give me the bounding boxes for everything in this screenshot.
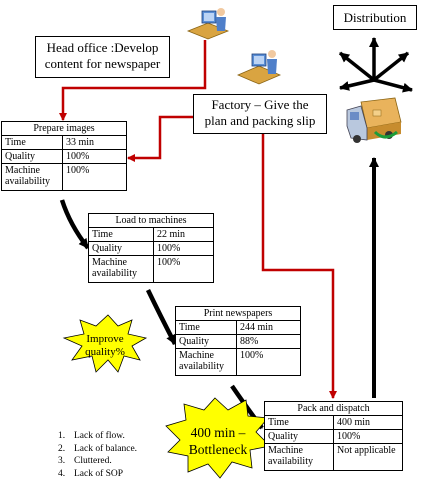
metric-value: 100%	[153, 241, 214, 256]
metric-label: Machine availability	[264, 443, 334, 471]
improve-burst-line2: quality%	[85, 346, 125, 358]
metric-label: Machine availability	[175, 348, 237, 376]
factory-line2: plan and packing slip	[204, 113, 316, 129]
delivery-truck-icon	[346, 97, 402, 143]
metric-label: Quality	[88, 241, 154, 256]
info-arrow-factory-to-prepare	[127, 115, 193, 162]
metric-value: 100%	[62, 163, 127, 191]
process-title: Prepare images	[1, 121, 127, 136]
metric-label: Time	[175, 320, 237, 335]
metric-label: Machine availability	[1, 163, 63, 191]
metric-value: 100%	[236, 348, 301, 376]
issue-number: 2.	[58, 443, 66, 454]
metric-label: Quality	[264, 429, 334, 444]
metric-value: Not applicable	[333, 443, 403, 471]
issue-text: Lack of flow.	[74, 431, 125, 441]
person-at-computer-icon	[186, 8, 230, 40]
bottleneck-burst-line2: Bottleneck	[189, 442, 248, 457]
process-title: Pack and dispatch	[264, 401, 403, 416]
distribution-text: Distribution	[343, 10, 407, 25]
metric-label: Machine availability	[88, 255, 154, 283]
process-title: Load to machines	[88, 213, 214, 228]
head-office-line2: content for newspaper	[44, 56, 161, 72]
process-title: Print newspapers	[175, 306, 301, 321]
metric-value: 100%	[153, 255, 214, 283]
issue-number: 3.	[58, 456, 66, 466]
bottleneck-burst: 400 min – Bottleneck	[165, 397, 271, 479]
metric-value: 22 min	[153, 227, 214, 242]
metric-value: 100%	[333, 429, 403, 444]
distribution-label: Distribution	[333, 5, 417, 30]
improve-quality-burst: Improve quality%	[62, 314, 148, 373]
list-item: 4. Lack of SOP	[58, 468, 137, 481]
metric-value: 244 min	[236, 320, 301, 335]
issue-text: Cluttered.	[74, 456, 112, 466]
factory-box: Factory – Give the plan and packing slip	[193, 94, 327, 134]
list-item: 3. Cluttered.	[58, 455, 137, 468]
bottleneck-burst-line1: 400 min –	[191, 425, 246, 440]
metric-value: 100%	[62, 149, 127, 164]
metric-label: Time	[264, 415, 334, 430]
flow-arrow-load-to-print	[145, 289, 177, 346]
head-office-line1: Head office :Develop	[46, 40, 159, 55]
list-item: 2. Lack of balance.	[58, 443, 137, 456]
metric-label: Quality	[1, 149, 63, 164]
info-arrow-factory-to-pack	[261, 133, 337, 399]
info-arrow-headoffice-to-prepare	[59, 40, 207, 121]
person-at-computer-icon	[236, 50, 282, 85]
issue-number: 1.	[58, 431, 66, 441]
metric-label: Time	[88, 227, 154, 242]
issues-list: 1. Lack of flow. 2. Lack of balance. 3. Clu…	[58, 430, 137, 480]
metric-value: 400 min	[333, 415, 403, 430]
issue-text: Lack of balance.	[74, 443, 138, 454]
list-item: 1. Lack of flow.	[58, 430, 137, 443]
flow-arrow-prepare-to-load	[59, 199, 90, 250]
head-office-box: Head office :Develop content for newspap…	[35, 36, 170, 78]
improve-burst-line1: Improve	[86, 333, 123, 345]
metric-value: 33 min	[62, 135, 127, 150]
issue-text: Lack of SOP	[74, 468, 124, 479]
metric-label: Quality	[175, 334, 237, 349]
metric-value: 88%	[236, 334, 301, 349]
metric-label: Time	[1, 135, 63, 150]
distribution-arrows	[338, 37, 413, 93]
factory-line1: Factory – Give the	[211, 97, 309, 112]
issue-number: 4.	[58, 468, 66, 479]
